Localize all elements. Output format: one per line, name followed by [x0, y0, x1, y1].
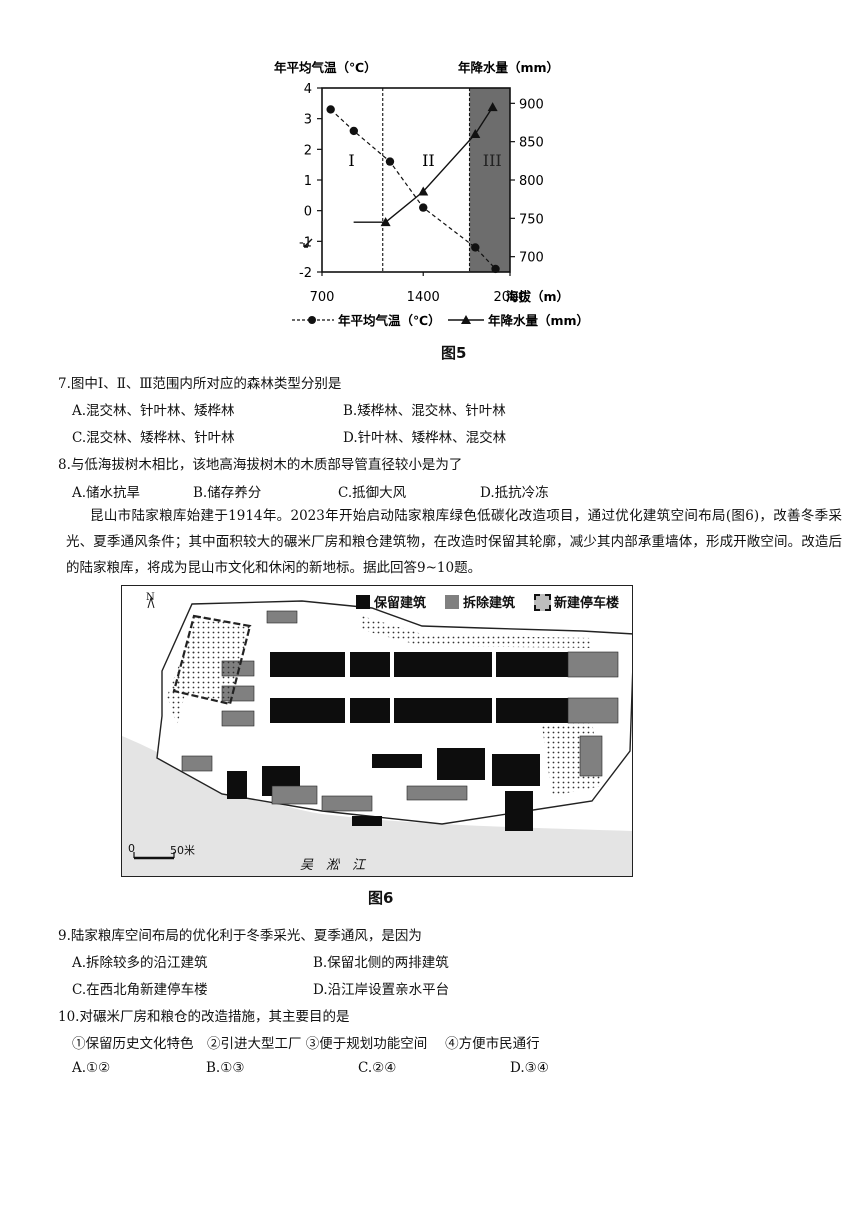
- q9-option-b[interactable]: B.保留北侧的两排建筑: [313, 955, 449, 971]
- legend-temp-marker: [308, 316, 316, 324]
- right-tick-label: 800: [519, 174, 544, 189]
- legend-keep-swatch: [356, 595, 370, 609]
- left-tick-label: 1: [304, 174, 312, 189]
- q10-option-c[interactable]: C.②④: [358, 1060, 397, 1076]
- q9-option-c[interactable]: C.在西北角新建停车楼: [72, 982, 208, 998]
- legend-parking-swatch: [534, 594, 551, 611]
- zone-label-i: I: [348, 151, 354, 170]
- north-label: N: [146, 592, 155, 603]
- q10-option-b[interactable]: B.①③: [206, 1060, 245, 1076]
- q8-option-c[interactable]: C.抵御大风: [338, 485, 407, 501]
- q7-option-b[interactable]: B.矮桦林、混交林、针叶林: [343, 403, 506, 419]
- temperature-point: [419, 203, 428, 212]
- scale-label: 50米: [170, 844, 195, 857]
- legend-temp-label: 年平均气温（℃）: [338, 313, 441, 328]
- legend-demolish-swatch: [445, 595, 459, 609]
- q8-stem: 8.与低海拔树木相比，该地高海拔树木的木质部导管直径较小是为了: [58, 457, 463, 473]
- zone-label-iii: III: [483, 151, 502, 170]
- scale-zero-label: 0: [128, 842, 135, 855]
- legend-precip-marker: [461, 315, 471, 324]
- figure6-caption: 图6: [368, 889, 394, 907]
- q10-option-a[interactable]: A.①②: [72, 1060, 111, 1076]
- q10-option-d[interactable]: D.③④: [510, 1060, 549, 1076]
- left-tick-label: 4: [304, 82, 312, 97]
- x-axis-ticks: 700 1400 2000: [310, 272, 527, 305]
- temperature-point: [385, 157, 395, 166]
- legend-keep-label: 保留建筑: [374, 596, 427, 611]
- temperature-point: [471, 243, 480, 252]
- right-tick-label: 900: [519, 97, 544, 112]
- grain-depot-map: 保留建筑 拆除建筑 新建停车楼 N 0 50米 吴 淞 江: [121, 585, 633, 877]
- zone-iii-shading: [469, 88, 510, 272]
- q9-option-a[interactable]: A.拆除较多的沿江建筑: [72, 955, 208, 971]
- left-axis-ticks: 4 3 2 1 0 -1 -2: [299, 82, 322, 281]
- x-tick-label: 700: [310, 290, 335, 305]
- river-area: [122, 736, 632, 876]
- precipitation-line: [385, 106, 494, 223]
- altitude-climate-chart: 年平均气温（℃） 年降水量（mm） I II III 4 3 2 1 0 -1 -2 900…: [274, 60, 589, 328]
- left-tick-label: -2: [299, 266, 312, 281]
- q7-option-c[interactable]: C.混交林、矮桦林、针叶林: [72, 430, 235, 446]
- temperature-point: [326, 105, 335, 114]
- precipitation-point: [470, 129, 481, 138]
- legend-parking-label: 新建停车楼: [554, 596, 620, 611]
- legend-demolish-label: 拆除建筑: [463, 596, 516, 611]
- right-tick-label: 750: [519, 212, 544, 227]
- precipitation-point: [380, 217, 391, 227]
- scale-bar: [133, 852, 175, 860]
- new-parking-building: [172, 614, 252, 706]
- temperature-line: [330, 109, 496, 270]
- river-label: 吴 淞 江: [300, 858, 366, 873]
- series-temperature: [326, 105, 500, 274]
- q7-stem: 7.图中Ⅰ、Ⅱ、Ⅲ范围内所对应的森林类型分别是: [58, 376, 342, 392]
- q10-stem: 10.对碾米厂房和粮仓的改造措施，其主要目的是: [58, 1009, 350, 1025]
- x-tick-label: 2000: [493, 290, 526, 305]
- q10-statements: ①保留历史文化特色 ②引进大型工厂 ③便于规划功能空间 ④方便市民通行: [72, 1036, 540, 1052]
- q7-option-d[interactable]: D.针叶林、矮桦林、混交林: [343, 430, 507, 446]
- map-drawing: [122, 596, 632, 876]
- retained-buildings: [227, 652, 568, 831]
- left-tick-label: -1: [299, 235, 312, 250]
- right-tick-label: 850: [519, 136, 544, 151]
- q9-stem: 9.陆家粮库空间布局的优化利于冬季采光、夏季通风，是因为: [58, 928, 422, 944]
- legend-precip-label: 年降水量（mm）: [488, 313, 589, 328]
- x-axis-title: 海拔（m）: [506, 289, 569, 304]
- q7-option-a[interactable]: A.混交林、针叶林、矮桦林: [72, 403, 235, 419]
- chart-legend: 年平均气温（℃） 年降水量（mm）: [292, 313, 589, 328]
- right-axis-ticks: 900 850 800 750 700: [510, 97, 544, 266]
- q8-option-b[interactable]: B.储存养分: [193, 485, 262, 501]
- series-precipitation: [353, 102, 498, 227]
- passage-text: 昆山市陆家粮库始建于1914年。2023年开始启动陆家粮库绿色低碳化改造项目，通…: [66, 508, 842, 576]
- temperature-point: [491, 264, 500, 274]
- left-tick-label: 2: [304, 143, 312, 158]
- right-tick-label: 700: [519, 251, 544, 266]
- q8-option-a[interactable]: A.储水抗旱: [72, 485, 141, 501]
- left-tick-label: 3: [304, 113, 312, 128]
- temperature-point: [349, 126, 359, 136]
- y-right-axis-title: 年降水量（mm）: [458, 60, 559, 75]
- q8-option-d[interactable]: D.抵抗冷冻: [480, 485, 549, 501]
- scan-mark-arrow: [303, 238, 313, 248]
- left-tick-label: 0: [304, 205, 312, 220]
- figure5-caption: 图5: [441, 344, 467, 362]
- precipitation-point: [418, 186, 429, 196]
- x-tick-label: 1400: [407, 290, 440, 305]
- precipitation-point: [487, 102, 498, 112]
- north-arrow-icon: [147, 596, 155, 609]
- q9-option-d[interactable]: D.沿江岸设置亲水平台: [313, 982, 450, 998]
- y-left-axis-title: 年平均气温（℃）: [274, 60, 377, 75]
- embankment-dots-north: [362, 616, 592, 648]
- zone-label-ii: II: [422, 151, 435, 170]
